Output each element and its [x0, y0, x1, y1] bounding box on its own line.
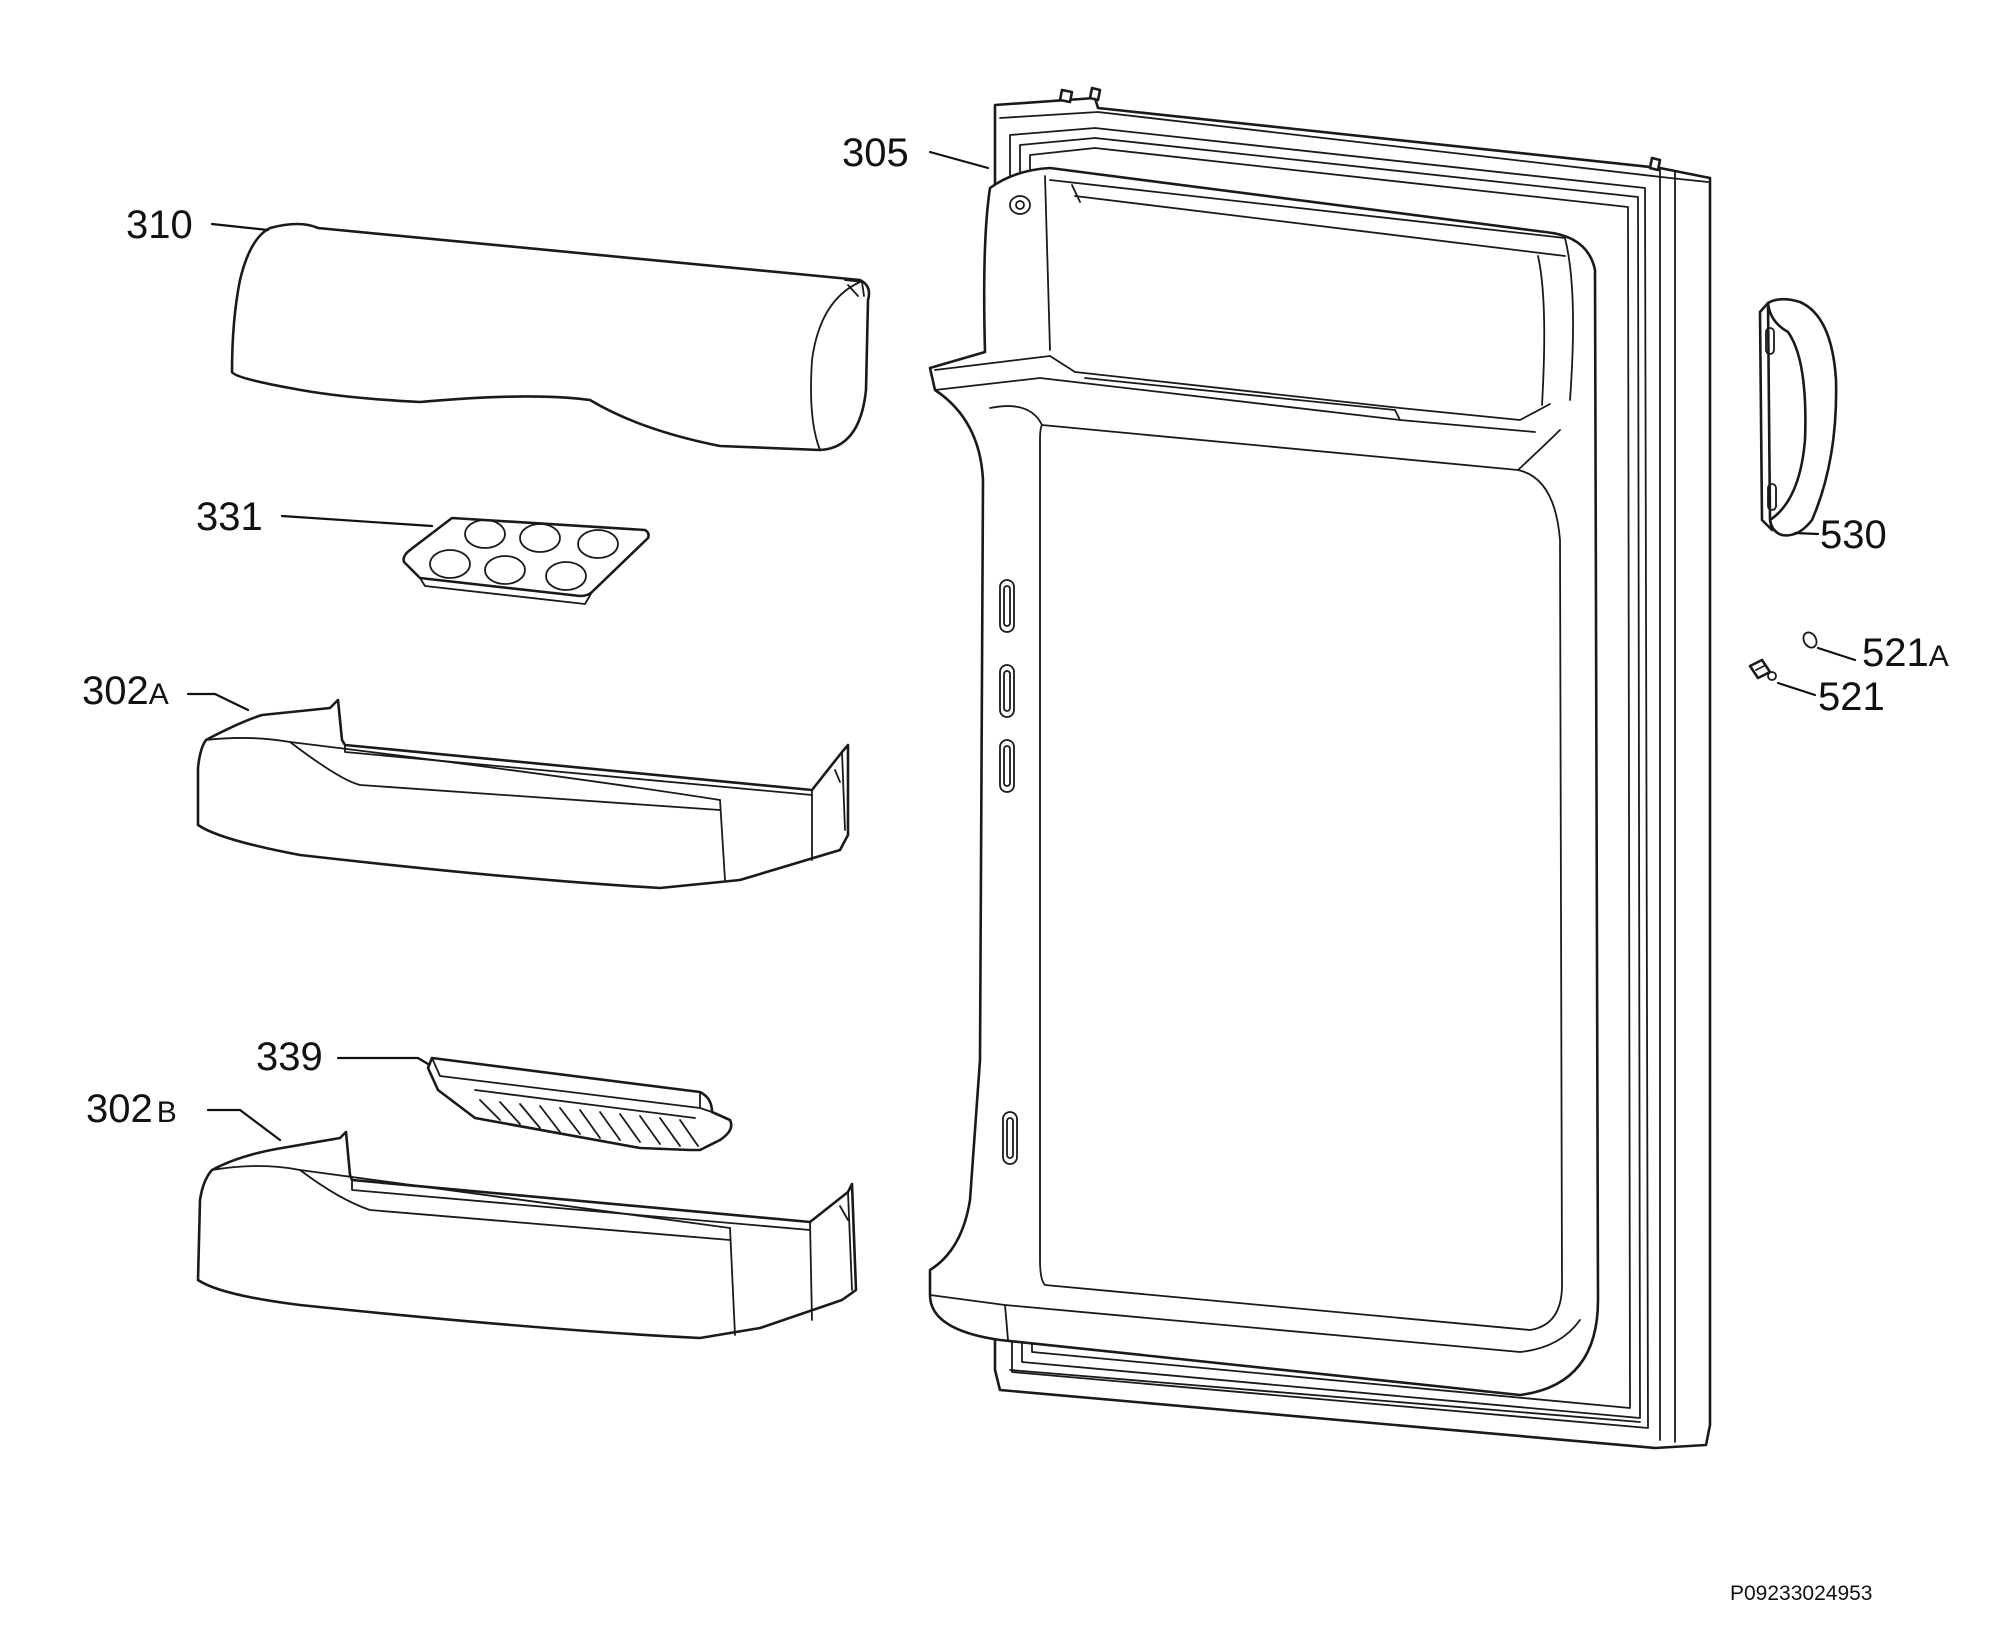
door-shelf-lower-part: [196, 1130, 858, 1340]
callout-530: 530: [1820, 513, 1887, 557]
callout-302a-suffix: A: [149, 678, 169, 711]
dairy-cover-part: [230, 222, 871, 452]
callout-339: 339: [256, 1035, 323, 1079]
callout-310: 310: [126, 203, 193, 247]
callout-521: 521: [1818, 675, 1885, 719]
leader-339: [336, 1056, 430, 1066]
leader-521: [1776, 681, 1817, 697]
leader-310: [210, 222, 270, 232]
leader-305: [928, 150, 990, 170]
document-id: P09233024953: [1730, 1582, 1872, 1605]
door-handle-part: [1758, 297, 1838, 537]
callout-302a: 302A: [82, 669, 169, 713]
leader-521a: [1816, 646, 1857, 662]
screw-and-washer-parts: [1748, 631, 1818, 681]
callout-302b-suffix: B: [157, 1096, 177, 1129]
egg-tray-part: [402, 516, 650, 605]
leader-331: [280, 514, 434, 528]
callout-521a: 521A: [1862, 631, 1949, 675]
bottle-retainer-part: [426, 1056, 733, 1152]
leader-302a: [186, 692, 250, 712]
callout-331: 331: [196, 495, 263, 539]
callout-521a-suffix: A: [1929, 640, 1949, 673]
door-shelf-upper-part: [196, 698, 850, 890]
callout-305: 305: [842, 131, 909, 175]
leader-530: [1793, 531, 1820, 536]
door-assembly: [928, 86, 1712, 1450]
leader-302b: [206, 1108, 282, 1142]
